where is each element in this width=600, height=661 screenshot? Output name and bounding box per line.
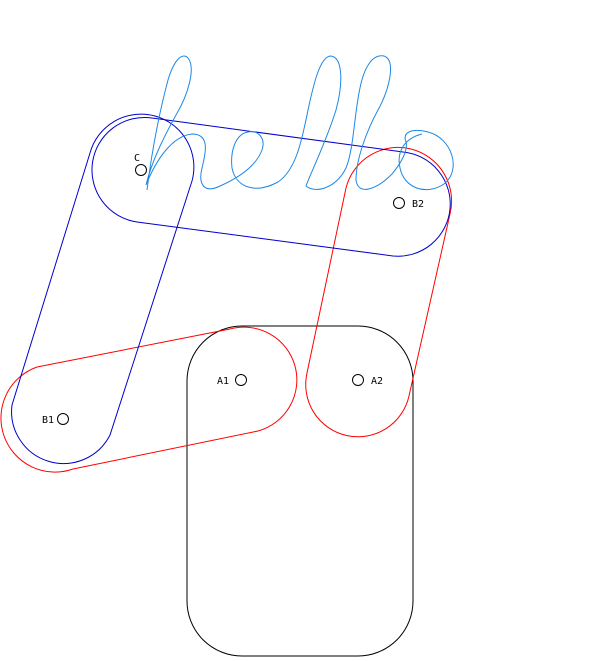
label-b2: B2 [412,199,424,210]
link-b1-c [11,113,195,465]
label-a2: A2 [371,376,383,387]
label-c: C [134,153,140,164]
label-b1: B1 [42,415,54,426]
label-a1: A1 [217,376,229,387]
pivot-c [135,164,147,176]
link-c-b2 [91,116,451,257]
pivot-b2 [393,197,405,209]
pivot-a1 [235,374,247,386]
base-plate [186,325,414,657]
handwriting-hello [145,55,454,191]
pivot-a2 [352,374,364,386]
link-a1-b1 [0,326,298,473]
pivot-b1 [57,413,69,425]
link-a2-b2 [305,146,453,438]
